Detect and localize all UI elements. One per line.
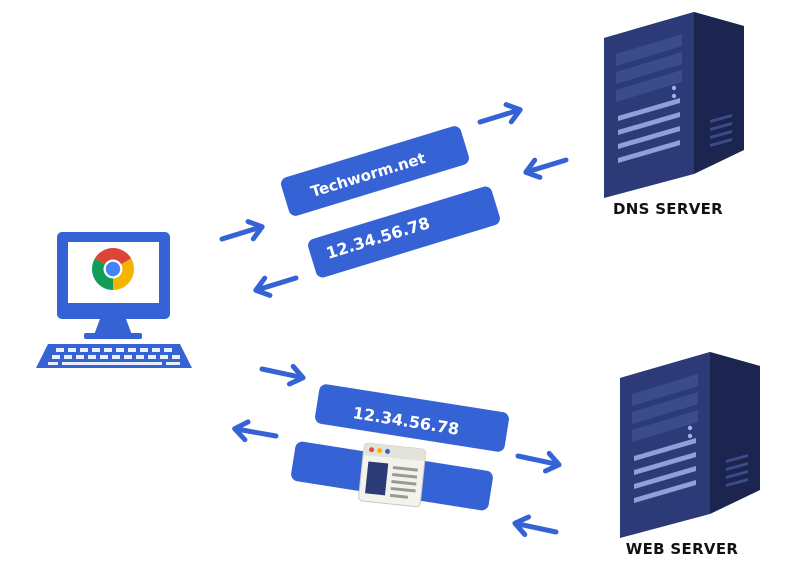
computer-icon <box>36 232 192 368</box>
web-server-label: WEB SERVER <box>626 540 739 558</box>
web-request-pill: 12.34.56.78 <box>315 384 509 452</box>
arrow-to-web-upper <box>260 360 305 386</box>
chrome-browser-icon <box>91 248 135 290</box>
arrow-to-web-lower <box>516 447 561 473</box>
arrow-from-dns-upper <box>523 151 568 180</box>
arrow-from-dns-lower <box>253 269 298 298</box>
arrow-from-web-upper <box>233 420 277 445</box>
arrow-to-dns-lower <box>219 218 264 247</box>
arrow-to-dns-upper <box>477 101 522 130</box>
web-server-icon <box>620 352 760 538</box>
dns-server-label: DNS SERVER <box>613 200 723 218</box>
arrow-from-web-lower <box>513 514 558 540</box>
webpage-icon <box>358 442 427 508</box>
dns-server-icon <box>604 12 744 198</box>
